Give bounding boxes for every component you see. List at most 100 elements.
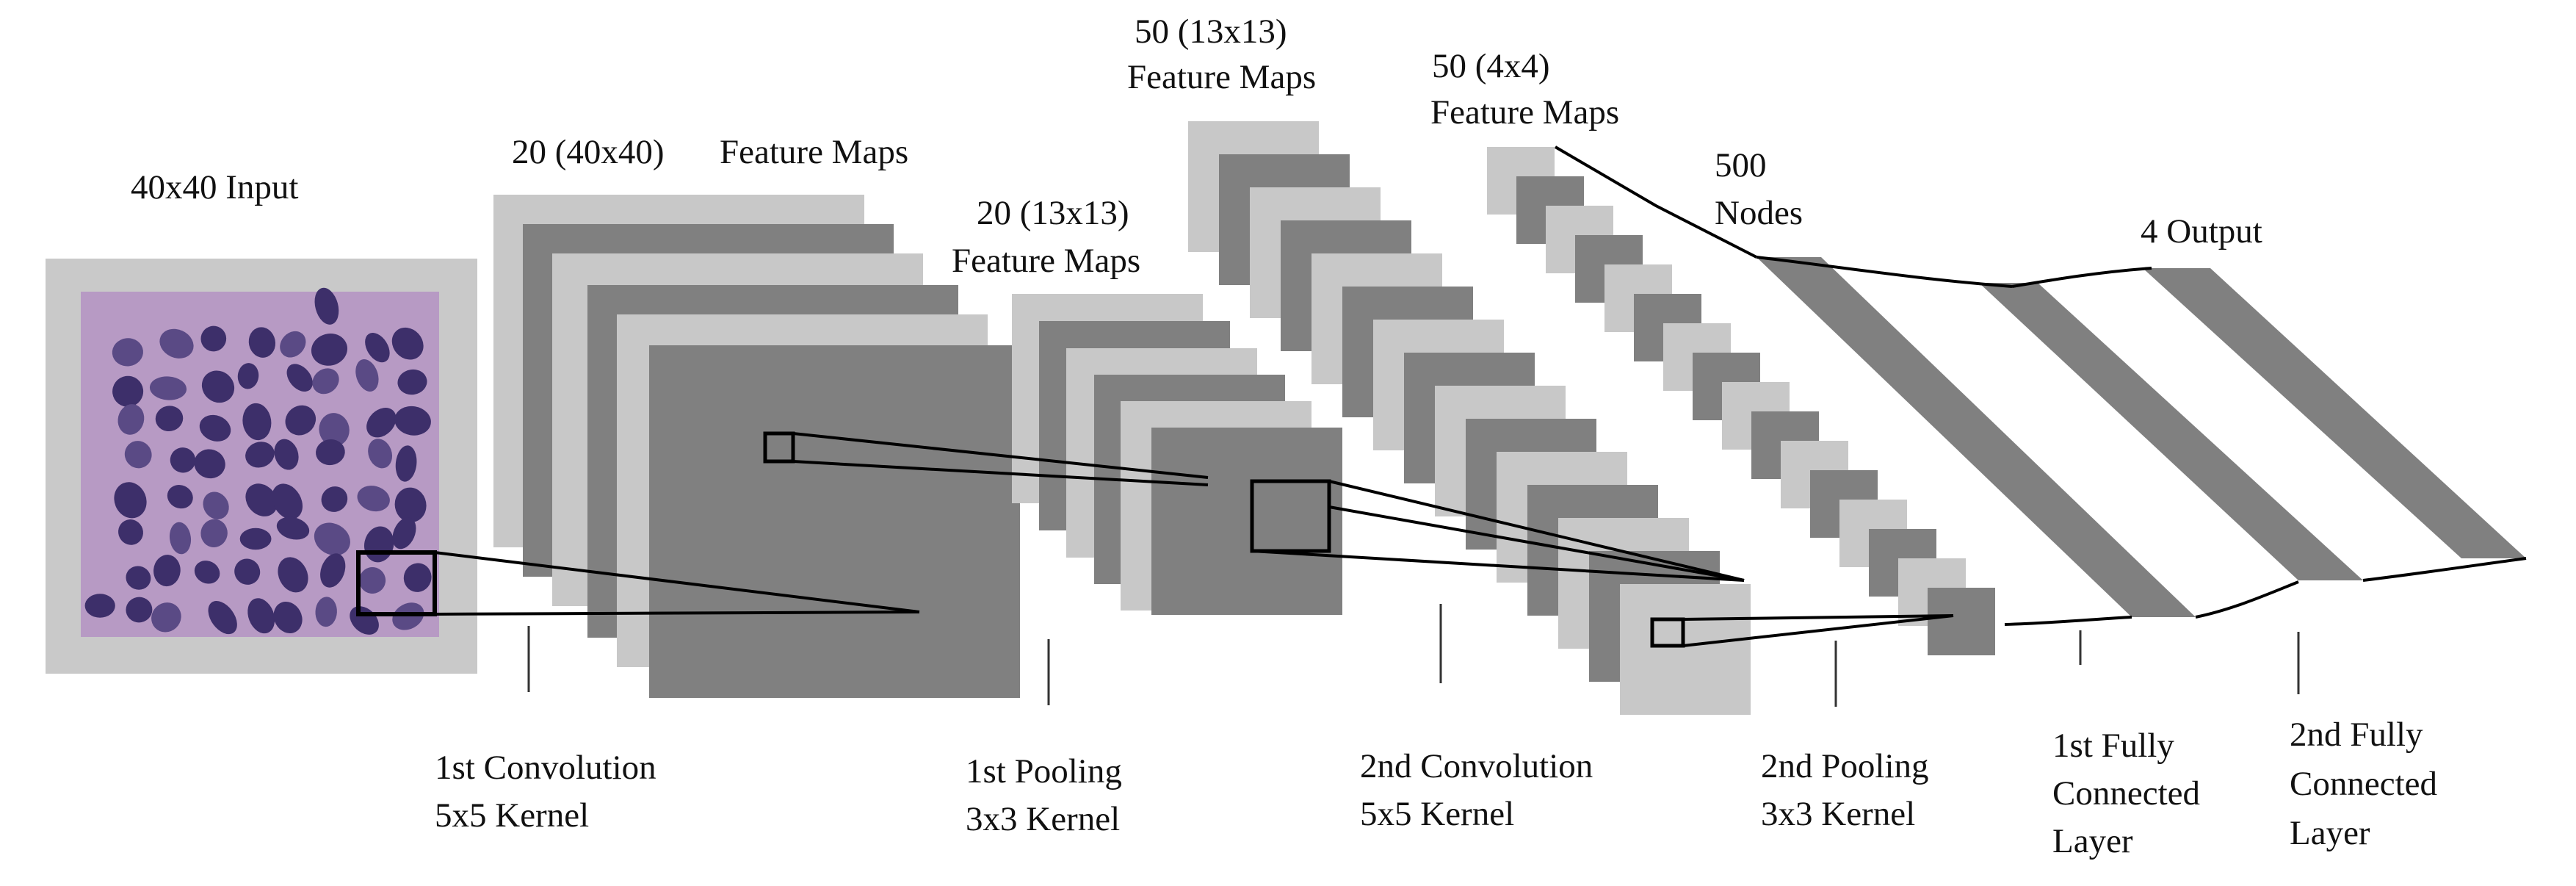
conv2-kernel-window <box>1650 617 1685 648</box>
pool2-maps-word-label: Feature Maps <box>1430 93 1619 132</box>
cell-nucleus <box>359 567 386 594</box>
cell-nucleus <box>245 483 278 516</box>
fc2-to-output-line-top <box>2011 267 2152 288</box>
pool1-layer-label-line2: 3x3 Kernel <box>966 800 1120 838</box>
conv2-feature-maps <box>1188 121 1751 715</box>
fc1-to-fc2-line-bottom <box>2195 580 2299 619</box>
cell-nucleus <box>319 413 350 447</box>
cell-nucleus <box>167 485 193 509</box>
cell-nucleus <box>118 519 143 545</box>
pool1-layer-label-line1: 1st Pooling <box>966 752 1122 790</box>
cell-nucleus <box>151 602 181 633</box>
pool1-map <box>1151 428 1342 615</box>
pool1-maps-word-label: Feature Maps <box>952 242 1140 280</box>
fc2-layer-label-line1: 2nd Fully <box>2290 716 2423 754</box>
cell-nucleus <box>84 594 115 618</box>
pool2-to-fc1-line-top <box>1554 145 1757 259</box>
conv2-layer-label-line2: 5x5 Kernel <box>1360 795 1514 833</box>
input-kernel-window <box>356 550 437 616</box>
cell-nucleus <box>321 486 348 512</box>
cell-nucleus <box>394 406 431 436</box>
cell-nucleus <box>239 527 272 550</box>
cell-nucleus <box>234 558 261 585</box>
fc2-layer-label-line2: Connected <box>2290 765 2437 803</box>
fully-connected-layers <box>1756 257 2526 617</box>
conv1-layer-label-line2: 5x5 Kernel <box>435 796 589 835</box>
cell-nucleus <box>368 439 393 469</box>
input-to-conv1-line-bottom <box>434 611 920 616</box>
cell-nucleus <box>286 364 313 392</box>
conv1-layer-label-line1: 1st Convolution <box>435 749 656 787</box>
cell-nucleus <box>320 553 346 588</box>
fc1-nodes-word-label: Nodes <box>1715 194 1803 232</box>
cell-nucleus <box>395 445 417 482</box>
fc1-to-fc2-line-top <box>1756 256 2013 288</box>
conv2-layer-label-line1: 2nd Convolution <box>1360 747 1593 785</box>
conv1-to-pool1-line-bottom <box>792 460 1209 486</box>
cell-nucleus <box>124 441 152 469</box>
pool1-feature-maps <box>1012 294 1342 615</box>
cell-nucleus <box>392 517 416 550</box>
layer-labels: 1st Convolution 5x5 Kernel 1st Pooling 3… <box>435 716 2437 860</box>
cell-nucleus <box>169 522 192 555</box>
cell-nucleus <box>199 414 231 442</box>
cell-nucleus <box>155 406 184 432</box>
pool2-map <box>1928 588 1995 655</box>
cell-nucleus <box>285 405 316 436</box>
conv1-to-pool1-line-top <box>792 432 1209 479</box>
cell-nucleus <box>149 376 187 400</box>
cell-nucleus <box>272 483 303 519</box>
pool1-to-conv2-line-bottom <box>1251 550 1745 582</box>
cell-nucleus <box>170 447 196 473</box>
fc1-layer-label-line3: Layer <box>2052 822 2133 860</box>
cell-nucleus <box>248 327 276 358</box>
cell-nucleus <box>278 557 308 593</box>
cell-nucleus <box>159 328 194 359</box>
cell-nucleus <box>314 522 350 556</box>
conv2-map <box>1620 584 1751 715</box>
cell-nucleus <box>153 555 181 587</box>
cell-nucleus <box>194 449 225 479</box>
cell-nucleus <box>245 442 275 468</box>
cell-nucleus <box>391 327 424 360</box>
cell-nucleus <box>403 563 432 592</box>
input-image <box>46 259 477 674</box>
connection-lines <box>434 145 2527 647</box>
fc1-layer-label-line1: 1st Fully <box>2052 727 2174 765</box>
conv1-map <box>649 345 1020 698</box>
conv1-kernel-window <box>763 431 795 464</box>
conv2-maps-word-label: Feature Maps <box>1127 58 1316 96</box>
cell-nucleus <box>274 439 299 470</box>
cell-nucleus <box>312 368 339 395</box>
pool2-feature-maps <box>1487 147 1995 655</box>
top-labels: 40x40 Input 20 (40x40) Feature Maps 20 (… <box>131 12 2262 280</box>
cell-nucleus <box>316 439 345 466</box>
conv1-maps-word-label: Feature Maps <box>720 133 908 171</box>
output-label: 4 Output <box>2141 212 2262 251</box>
cell-nucleus <box>247 598 275 634</box>
cell-nucleus <box>126 566 151 590</box>
cell-nucleus <box>208 601 237 635</box>
cell-nucleus <box>280 331 306 358</box>
cell-nucleus <box>200 519 228 547</box>
cell-nucleus <box>112 375 144 407</box>
cell-nucleus <box>242 403 272 441</box>
pool2-maps-count-label: 50 (4x4) <box>1432 47 1550 85</box>
output-node-bar <box>2143 268 2526 558</box>
pool2-layer-label-line1: 2nd Pooling <box>1761 747 1929 785</box>
cell-nucleus <box>237 363 259 389</box>
cell-nucleus <box>194 561 220 584</box>
conv1-feature-maps <box>493 195 1020 698</box>
conv2-to-pool2-line-bottom <box>1682 614 1954 647</box>
pool1-kernel-window <box>1250 479 1331 553</box>
cell-nucleus <box>201 370 235 403</box>
cell-nucleus <box>200 325 227 352</box>
conv2-to-pool2-line-top <box>1682 614 1954 621</box>
pool1-to-conv2-line-mid <box>1328 505 1745 582</box>
cell-nucleus <box>273 602 303 633</box>
input-cell-nuclei <box>84 287 432 635</box>
cell-nucleus <box>357 486 390 512</box>
conv2-maps-count-label: 50 (13x13) <box>1135 12 1287 51</box>
pool1-maps-count-label: 20 (13x13) <box>977 194 1129 232</box>
